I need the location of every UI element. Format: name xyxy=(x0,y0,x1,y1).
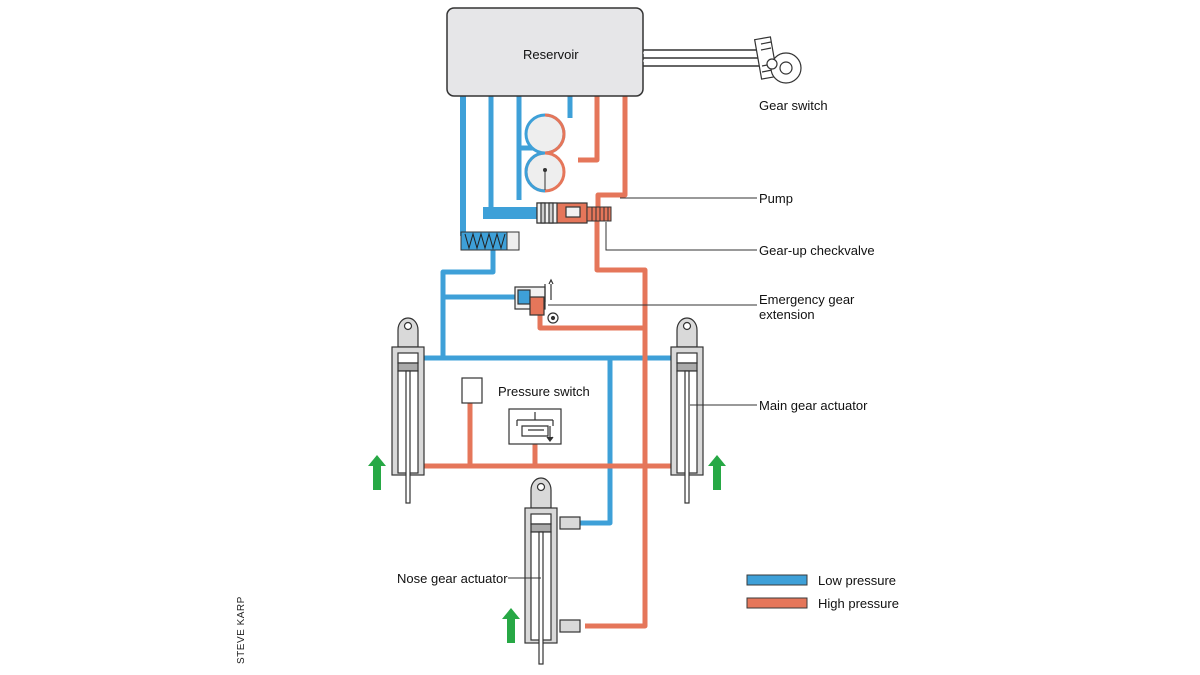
high-pressure-lines xyxy=(418,96,680,629)
legend-high-label: High pressure xyxy=(818,596,899,611)
gear-switch-label: Gear switch xyxy=(759,98,828,113)
nose-gear-actuator xyxy=(524,477,581,665)
emergency-valve xyxy=(514,278,559,324)
pressure-switch-label: Pressure switch xyxy=(498,384,590,399)
photo-credit: STEVE KARP xyxy=(236,596,247,664)
low-pressure-lines xyxy=(418,96,672,526)
green-up-arrows xyxy=(368,455,726,643)
legend-swatch-high xyxy=(746,597,808,609)
gear-up-checkvalve-label: Gear-up checkvalve xyxy=(759,243,875,258)
main-gear-actuator-label: Main gear actuator xyxy=(759,398,868,413)
reservoir-box xyxy=(446,7,644,97)
leader-lines xyxy=(508,197,757,579)
gear-switch-wires xyxy=(643,49,760,67)
legend-low-label: Low pressure xyxy=(818,573,897,588)
pressure-switch-port xyxy=(461,377,483,404)
left-main-actuator xyxy=(391,317,425,504)
spring-housing xyxy=(460,231,520,251)
pump-gears xyxy=(524,113,566,193)
right-main-actuator xyxy=(670,317,704,504)
pressure-switch-icon xyxy=(508,408,562,445)
reservoir-label: Reservoir xyxy=(523,47,579,62)
nose-gear-up-arrow xyxy=(502,608,520,643)
nose-gear-actuator-label: Nose gear actuator xyxy=(397,571,508,586)
left-gear-up-arrow xyxy=(368,455,386,490)
gear-switch-icon xyxy=(753,36,802,84)
pump-cylinder xyxy=(536,202,588,224)
pump-label: Pump xyxy=(759,191,793,206)
emergency-gear-extension-label: Emergency gear extension xyxy=(759,292,855,322)
right-gear-up-arrow xyxy=(708,455,726,490)
gear-up-checkvalve xyxy=(586,206,612,222)
legend-swatch-low xyxy=(746,574,808,586)
